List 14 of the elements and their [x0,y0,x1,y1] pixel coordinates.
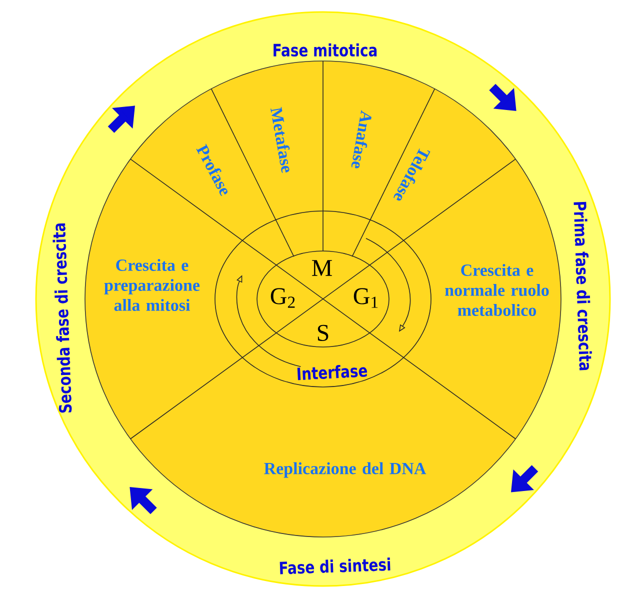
ring-label: Prima fase di crescita [574,202,592,370]
ring-label: Seconda fase di crescita [52,223,72,413]
phase-letter: G$_{1}$ [354,288,378,308]
sector-label: Crescita e preparazione alla mitosi [104,259,200,311]
sector-label: Replicazione del DNA [264,462,426,478]
phase-label: Metafase [270,106,290,173]
phase-letter: M [312,260,332,276]
ring-label: Fase mitotica [274,43,377,57]
phase-letter: G$_{2}$ [270,288,295,308]
phase-letter: S [318,324,328,342]
interfase-label: Interfase [297,364,368,380]
phase-label: Anafase [351,110,372,168]
ring-label: Fase di sintesi [280,558,390,574]
sector-label: Crescita e normale ruolo metabolico [445,264,549,316]
